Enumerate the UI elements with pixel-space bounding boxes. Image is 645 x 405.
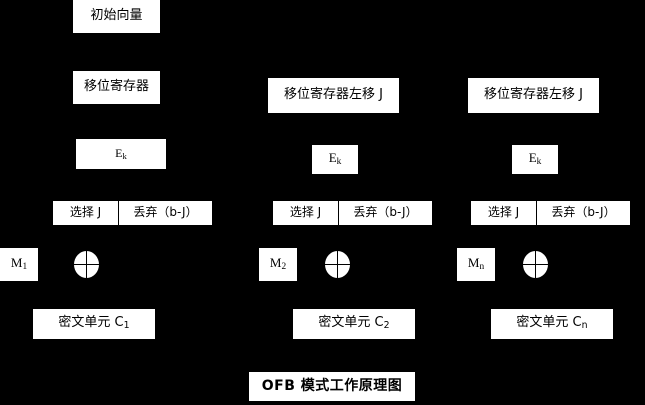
xor-icon-1 — [74, 251, 99, 278]
xor-icon-3 — [523, 251, 548, 278]
ciphertext-label-2: 密文单元 C2 — [318, 315, 390, 332]
discard-box-3: 丢弃（b-J） — [537, 201, 630, 225]
select-label-2: 选择 J — [289, 205, 322, 220]
encrypt-box-3: Ek — [512, 145, 558, 174]
ciphertext-box-3: 密文单元 Cn — [491, 309, 613, 339]
shift-register-box-1: 移位寄存器 — [73, 71, 160, 104]
shift-register-label-3: 移位寄存器左移 J — [484, 87, 583, 103]
xor-vertical-bar — [86, 251, 87, 278]
ciphertext-label-3: 密文单元 Cn — [516, 315, 588, 332]
xor-vertical-bar — [337, 251, 338, 278]
shift-register-box-3: 移位寄存器左移 J — [468, 78, 599, 113]
plaintext-box-2: M2 — [259, 248, 297, 281]
shift-register-label-1: 移位寄存器 — [83, 79, 149, 95]
ciphertext-label-1: 密文单元 C1 — [58, 315, 130, 332]
encrypt-label-1: Ek — [115, 145, 127, 161]
shift-register-label-2: 移位寄存器左移 J — [284, 87, 383, 103]
shift-register-box-2: 移位寄存器左移 J — [268, 78, 399, 113]
discard-label-1: 丢弃（b-J） — [133, 205, 198, 220]
encrypt-box-1: Ek — [76, 139, 166, 169]
ciphertext-box-1: 密文单元 C1 — [33, 309, 155, 339]
select-box-2: 选择 J — [273, 201, 338, 225]
select-label-1: 选择 J — [69, 205, 102, 220]
plaintext-label-1: M1 — [10, 255, 28, 273]
discard-box-1: 丢弃（b-J） — [119, 201, 212, 225]
select-label-3: 选择 J — [487, 205, 520, 220]
select-box-3: 选择 J — [471, 201, 536, 225]
discard-label-2: 丢弃（b-J） — [353, 205, 418, 220]
initial-vector-label: 初始向量 — [90, 8, 143, 24]
plaintext-box-1: M1 — [0, 248, 38, 281]
xor-icon-2 — [325, 251, 350, 278]
encrypt-label-3: Ek — [528, 150, 542, 168]
plaintext-label-3: Mn — [467, 255, 485, 273]
encrypt-box-2: Ek — [312, 145, 358, 174]
diagram-title-box: OFB 模式工作原理图 — [249, 372, 415, 401]
discard-box-2: 丢弃（b-J） — [339, 201, 432, 225]
initial-vector-box: 初始向量 — [73, 0, 160, 33]
encrypt-label-2: Ek — [328, 150, 342, 168]
plaintext-label-2: M2 — [269, 255, 287, 273]
ciphertext-box-2: 密文单元 C2 — [293, 309, 415, 339]
diagram-title: OFB 模式工作原理图 — [261, 377, 403, 394]
xor-vertical-bar — [535, 251, 536, 278]
select-box-1: 选择 J — [53, 201, 118, 225]
plaintext-box-3: Mn — [457, 248, 495, 281]
discard-label-3: 丢弃（b-J） — [551, 205, 616, 220]
